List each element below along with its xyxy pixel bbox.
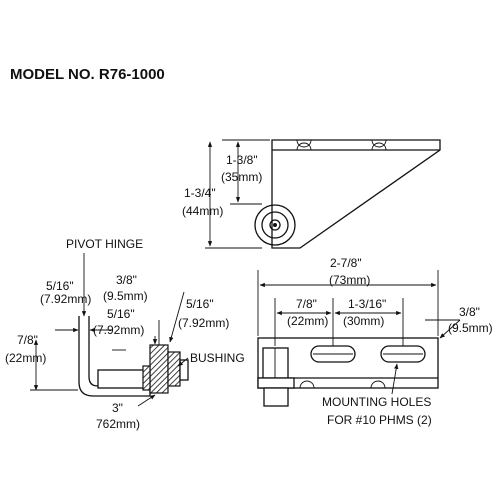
dim-right-mm: (9.5mm) <box>448 321 493 335</box>
dim-small-mm: (35mm) <box>221 170 262 184</box>
dim-d-in: 5/16" <box>186 297 214 311</box>
top-view-dimensions: 1-3/8" (35mm) 1-3/4" (44mm) <box>182 139 270 249</box>
dim-overall-in: 2-7/8" <box>330 256 362 270</box>
dim-b-in: 3/8" <box>116 273 137 287</box>
dim-right-in: 3/8" <box>459 305 480 319</box>
dim-a-mm: (7.92mm) <box>40 292 91 306</box>
note-mounting-line1: MOUNTING HOLES <box>322 395 431 409</box>
dim-c-in: 5/16" <box>107 307 135 321</box>
dim-b-mm: (9.5mm) <box>103 289 148 303</box>
plan-view-dimensions: 2-7/8" (73mm) 7/8" (22mm) 1-3/16" (30mm)… <box>257 256 493 427</box>
dim-mid-mm: (30mm) <box>343 314 384 328</box>
dim-a-in: 5/16" <box>46 279 74 293</box>
label-bushing: BUSHING <box>190 351 245 365</box>
dim-left-in: 7/8" <box>296 297 317 311</box>
dim-h-mm: (22mm) <box>5 351 46 365</box>
label-pivot-hinge: PIVOT HINGE <box>66 237 143 251</box>
dim-len-mm: 762mm) <box>96 417 140 431</box>
dim-left-mm: (22mm) <box>287 314 328 328</box>
dim-small-in: 1-3/8" <box>226 153 258 167</box>
plan-view-plate <box>257 337 439 407</box>
dim-d-mm: (7.92mm) <box>178 316 229 330</box>
side-view-hinge <box>78 316 189 397</box>
side-view-dimensions: PIVOT HINGE 5/16" (7.92mm) 3/8" (9.5mm) … <box>5 237 245 431</box>
dim-h-in: 7/8" <box>17 333 38 347</box>
model-number-title: MODEL NO. R76-1000 <box>10 66 165 83</box>
top-view-bracket <box>254 139 441 249</box>
dim-len-in: 3" <box>112 401 123 415</box>
dim-mid-in: 1-3/16" <box>348 297 386 311</box>
dim-c-mm: (7.92mm) <box>93 323 144 337</box>
note-mounting-line2: FOR #10 PHMS (2) <box>327 413 432 427</box>
dim-large-in: 1-3/4" <box>184 186 216 200</box>
dim-large-mm: (44mm) <box>182 204 223 218</box>
